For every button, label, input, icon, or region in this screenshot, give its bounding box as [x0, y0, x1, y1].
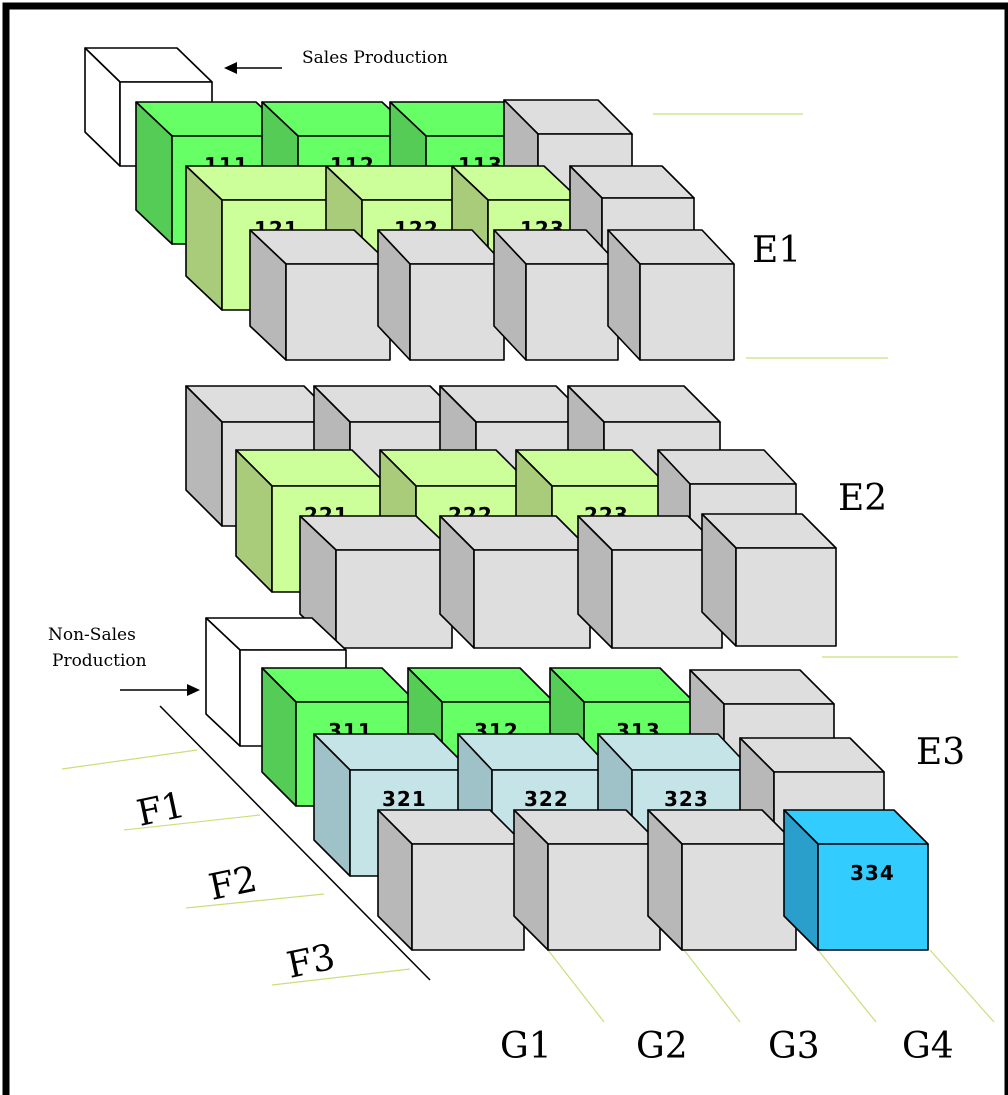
cube-front-face [411, 843, 525, 951]
row-label-f1: F1 [133, 785, 188, 835]
cube-front-face [735, 547, 837, 647]
column-label-g3: G3 [768, 1026, 820, 1067]
cube [513, 809, 661, 951]
cube-front-face [681, 843, 797, 951]
cube [249, 229, 391, 361]
cube-front-face [409, 263, 505, 361]
cube-front-face [817, 843, 929, 951]
guide-line [123, 814, 261, 831]
row-axis-line [159, 705, 431, 981]
guide-line [547, 949, 605, 1023]
cube-label: 322 [524, 787, 569, 811]
guide-line [817, 949, 877, 1023]
cube-front-face [611, 549, 723, 649]
cube [493, 229, 619, 361]
non-sales-label-line1: Non-Sales [48, 625, 136, 645]
cube [439, 515, 591, 649]
row-label-f2: F2 [205, 859, 260, 909]
guide-line [929, 949, 995, 1023]
non-sales-arrow [120, 684, 200, 696]
guide-lines [61, 113, 995, 1023]
guide-line [185, 893, 325, 909]
cube-front-face [473, 549, 591, 649]
layer-label-e1: E1 [752, 230, 801, 271]
cube-front-face [525, 263, 619, 361]
cube [647, 809, 797, 951]
row-label-f3: F3 [283, 937, 338, 987]
layer-label-e2: E2 [838, 478, 887, 519]
column-label-g1: G1 [500, 1026, 552, 1067]
cube [701, 513, 837, 647]
layer-label-e3: E3 [916, 732, 965, 773]
guide-line [271, 968, 411, 986]
cube-front-face [547, 843, 661, 951]
column-label-g2: G2 [636, 1026, 688, 1067]
cube [377, 809, 525, 951]
guide-line [61, 749, 198, 770]
cube [607, 229, 735, 361]
column-label-g4: G4 [902, 1026, 954, 1067]
non-sales-label-line2: Production [52, 651, 147, 671]
sales-production-label: Sales Production [302, 48, 448, 68]
cube [577, 515, 723, 649]
cube [377, 229, 505, 361]
cube-front-face [335, 549, 453, 649]
cube-front-face [285, 263, 391, 361]
cube-label: 321 [382, 787, 427, 811]
cube-label: 334 [850, 861, 895, 885]
guide-line [683, 949, 741, 1023]
cube-front-face [639, 263, 735, 361]
sales-arrow [224, 62, 282, 74]
cube-label: 323 [664, 787, 709, 811]
cube-334: 334 [783, 809, 929, 951]
cube [299, 515, 453, 649]
